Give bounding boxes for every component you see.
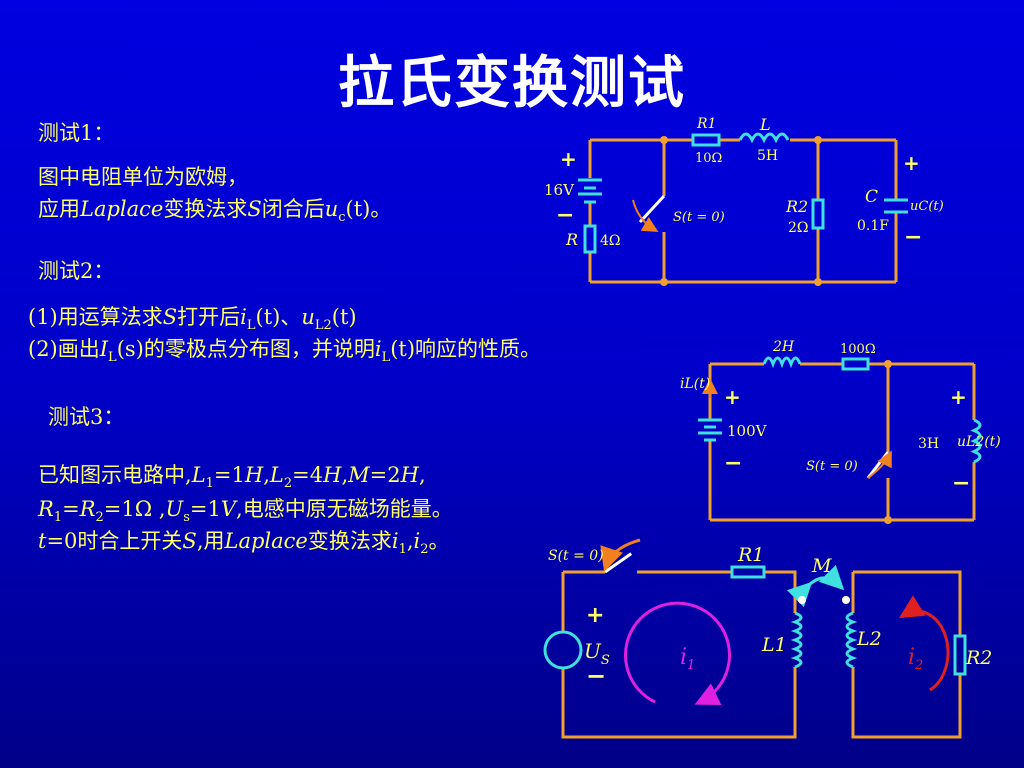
c2-inductor-3h <box>970 418 982 464</box>
c1-node <box>814 136 822 144</box>
c3-l2-label: L2 <box>856 628 882 650</box>
c1-uc-label: uC(t) <box>910 199 944 214</box>
circuit3 <box>561 570 962 739</box>
test3-line3: t=0时合上开关S,用Laplace变换法求i1,i2。 <box>38 529 450 558</box>
test2-heading: 测试2： <box>38 259 115 283</box>
c2-l-value: 2H <box>772 339 795 355</box>
c1-source-plus: + <box>560 147 577 171</box>
test2-question2: (2)画出IL(s)的零极点分布图，并说明iL(t)响应的性质。 <box>28 337 542 366</box>
c2-switch-arrow <box>867 450 892 479</box>
c2-ul2-label: uL2(t) <box>957 434 1001 450</box>
c3-dot-l2 <box>842 596 850 604</box>
c1-c-value: 0.1F <box>857 218 889 234</box>
c3-switch-arrow <box>600 538 641 572</box>
c3-dot-l1 <box>798 596 806 604</box>
c1-r-label: R <box>565 230 578 249</box>
c3-switch-label: S(t = 0) <box>548 548 604 564</box>
c2-source-value: 100V <box>727 422 768 440</box>
c3-resistor-r1 <box>730 565 766 579</box>
c1-resistor-r2 <box>811 198 825 230</box>
c1-switch-label: S(t = 0) <box>673 210 725 225</box>
circuit1 <box>588 138 898 284</box>
c2-switch-label: S(t = 0) <box>806 459 858 474</box>
test3-line1: 已知图示电路中,L1=1H,L2=4H,M=2H, <box>38 463 426 492</box>
c2-l2-value: 3H <box>918 436 939 452</box>
c3-loop-current-i1 <box>624 601 731 705</box>
c1-source-16v <box>578 178 602 204</box>
c3-mutual-arrow <box>786 564 845 608</box>
c3-r1-label: R1 <box>737 544 764 566</box>
c1-r1-value: 10Ω <box>695 151 722 166</box>
test3-heading: 测试3： <box>48 405 125 429</box>
c1-r2-value: 2Ω <box>788 220 809 236</box>
c1-r1-label: R1 <box>696 116 716 132</box>
c1-node <box>814 278 822 286</box>
c3-l1-label: L1 <box>761 634 787 656</box>
c3-i2-label: i2 <box>908 645 923 673</box>
test1-heading: 测试1： <box>38 121 115 145</box>
c1-node <box>660 278 668 286</box>
c2-source-plus: + <box>724 385 741 409</box>
c1-r2-label: R2 <box>785 197 808 216</box>
c1-node <box>660 136 668 144</box>
c1-source-value: 16V <box>544 181 575 199</box>
c1-switch-arrow <box>632 199 659 233</box>
c1-resistor-r <box>583 224 597 254</box>
c3-inductor-l1 <box>790 611 803 669</box>
c3-us-label: US <box>584 639 610 668</box>
c3-loop-current-i2 <box>898 595 950 692</box>
test1-line1: 图中电阻单位为欧姆， <box>38 165 248 189</box>
c2-ul2-minus: − <box>952 471 970 496</box>
c1-uc-minus: − <box>904 225 922 250</box>
c3-voltage-source <box>543 630 583 670</box>
c1-l-label: L <box>759 115 771 134</box>
c3-wire-secondary <box>851 570 962 739</box>
c3-source-minus: − <box>586 662 606 690</box>
c1-inductor-l <box>738 132 790 144</box>
c2-source-100v <box>698 418 722 442</box>
c2-resistor-100 <box>841 357 870 371</box>
c2-node <box>884 516 892 524</box>
c1-source-minus: − <box>556 203 574 228</box>
c1-switch-blade <box>638 194 666 224</box>
c3-resistor-r2 <box>953 634 967 676</box>
c1-c-label: C <box>865 187 878 207</box>
test3-line2: R1=R2=1Ω ,Us=1V,电感中原无磁场能量。 <box>38 497 453 526</box>
c1-capacitor <box>884 198 908 214</box>
test1-line2: 应用Laplace变换法求S闭合后uc(t)。 <box>38 197 392 226</box>
c2-il-label: iL(t) <box>680 376 710 392</box>
c2-switch-blade <box>866 451 890 479</box>
c1-uc-plus: + <box>903 151 920 175</box>
test2-question1: (1)用运算法求S打开后iL(t)、uL2(t) <box>28 305 357 334</box>
page-title: 拉氏变换测试 <box>338 51 686 116</box>
c1-r-value: 4Ω <box>600 233 621 249</box>
c2-node <box>884 360 892 368</box>
c2-ul2-plus: + <box>950 385 967 409</box>
c2-r-value: 100Ω <box>840 342 876 357</box>
c2-inductor-2h <box>762 356 802 369</box>
c3-r2-label: R2 <box>965 647 992 669</box>
c3-i1-label: i1 <box>680 645 695 673</box>
c3-m-label: M <box>811 555 832 577</box>
c3-source-plus: + <box>586 603 604 628</box>
c3-inductor-l2 <box>845 611 858 669</box>
c1-resistor-r1 <box>691 133 721 147</box>
c2-source-minus: − <box>724 451 742 476</box>
c1-l-value: 5H <box>757 148 778 164</box>
